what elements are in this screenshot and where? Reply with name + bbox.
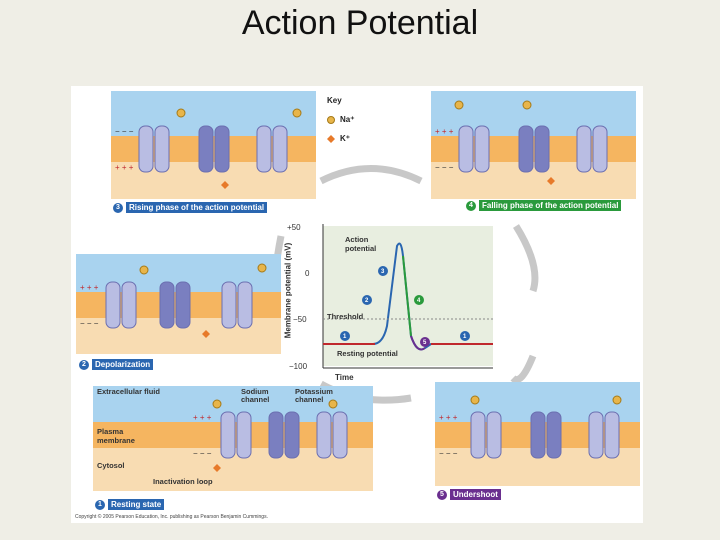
- label-sodium-channel: channel: [241, 395, 270, 404]
- svg-text:+ + +: + + +: [80, 283, 99, 292]
- graph-tick-0: 0: [305, 269, 310, 278]
- step-4-label: 4 Falling phase of the action potential: [466, 200, 622, 211]
- step-5-label: 5 Undershoot: [437, 489, 501, 500]
- label-sodium: Sodium: [241, 387, 269, 396]
- svg-text:+ + +: + + +: [115, 163, 134, 172]
- label-potassium-channel: channel: [295, 395, 324, 404]
- svg-text:5: 5: [423, 340, 427, 346]
- label-extracellular-fluid: Extracellular fluid: [97, 387, 160, 396]
- label-inactivation-loop: Inactivation loop: [153, 477, 213, 486]
- label-potassium: Potassium: [295, 387, 333, 396]
- label-plasma: Plasma: [97, 427, 124, 436]
- step-3-label: 3 Rising phase of the action potential: [113, 202, 268, 213]
- panel-depolarization: + + + − − −: [76, 254, 281, 354]
- copyright-notice: Copyright © 2005 Pearson Education, Inc.…: [75, 514, 268, 520]
- label-membrane: membrane: [97, 436, 135, 445]
- key-potassium: K⁺: [327, 134, 354, 143]
- graph-xlabel: Time: [335, 373, 354, 382]
- svg-text:− − −: − − −: [435, 163, 454, 172]
- graph-action-label-2: potential: [345, 244, 376, 253]
- graph-resting-label: Resting potential: [337, 349, 398, 358]
- key: Key Na⁺ K⁺: [327, 96, 354, 153]
- label-cytosol: Cytosol: [97, 461, 125, 470]
- membrane-potential-graph: +50 0 −50 −100 Time Action potential Thr…: [283, 216, 498, 386]
- svg-text:− − −: − − −: [439, 449, 458, 458]
- step-2-label: 2 Depolarization: [79, 359, 154, 370]
- key-title: Key: [327, 96, 342, 105]
- svg-text:+ + +: + + +: [439, 413, 458, 422]
- svg-text:1: 1: [343, 334, 347, 340]
- panel-resting-state: + + + − − − Extracellular fluid Plasma m…: [93, 386, 373, 491]
- graph-svg: +50 0 −50 −100 Time Action potential Thr…: [287, 223, 493, 382]
- graph-ylabel: Membrane potential (mV): [283, 242, 293, 339]
- svg-text:− − −: − − −: [115, 127, 134, 136]
- svg-text:+ + +: + + +: [193, 413, 212, 422]
- slide-title: Action Potential: [241, 4, 479, 42]
- svg-text:2: 2: [365, 298, 369, 304]
- key-sodium: Na⁺: [327, 115, 354, 124]
- svg-text:− − −: − − −: [193, 449, 212, 458]
- svg-text:3: 3: [381, 269, 385, 275]
- graph-tick-p50: +50: [287, 223, 301, 232]
- svg-text:− − −: − − −: [80, 319, 99, 328]
- step-1-label: 1 Resting state: [95, 499, 165, 510]
- panel-falling-phase: + + + − − −: [431, 91, 636, 199]
- svg-text:+ + +: + + +: [435, 127, 454, 136]
- graph-action-label-1: Action: [345, 235, 369, 244]
- graph-threshold-label: Threshold: [327, 312, 364, 321]
- svg-text:4: 4: [417, 298, 421, 304]
- action-potential-figure: − − − + + + 3 Rising phase of the action…: [71, 86, 643, 523]
- graph-tick-m50: −50: [293, 315, 307, 324]
- panel-undershoot: + + + − − −: [435, 382, 640, 486]
- svg-text:1: 1: [463, 334, 467, 340]
- graph-tick-m100: −100: [289, 362, 308, 371]
- panel-rising-phase: − − − + + +: [111, 91, 316, 199]
